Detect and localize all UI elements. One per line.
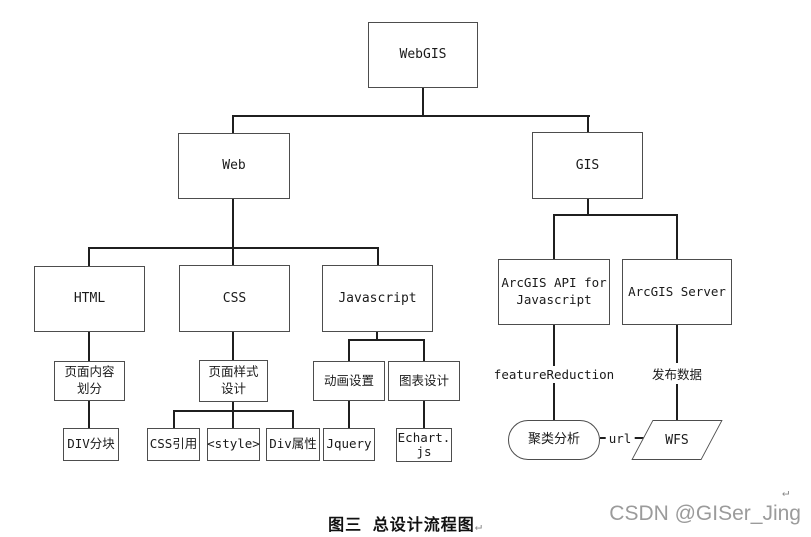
node-animation: 动画设置 bbox=[313, 361, 385, 401]
node-style-tag: <style> bbox=[207, 428, 260, 461]
node-arcgis-server: ArcGIS Server bbox=[622, 259, 732, 325]
edge-javascript-hbar bbox=[348, 339, 425, 341]
edge-to-web bbox=[232, 115, 234, 133]
node-webgis-label: WebGIS bbox=[399, 47, 447, 63]
node-page-content-line2: 划分 bbox=[76, 381, 102, 396]
node-page-content-line1: 页面内容 bbox=[64, 364, 115, 380]
node-echart-line2: js bbox=[416, 444, 432, 459]
paragraph-mark-icon: ↵ bbox=[474, 519, 483, 533]
node-cluster-analysis: 聚类分析 bbox=[508, 420, 600, 460]
node-html-label: HTML bbox=[73, 291, 106, 307]
edge-to-styletag bbox=[232, 410, 234, 428]
node-div-block: DIV分块 bbox=[63, 428, 119, 461]
node-css-label: CSS bbox=[222, 290, 247, 306]
node-chart-design: 图表设计 bbox=[388, 361, 460, 401]
edge-web-down bbox=[232, 199, 234, 265]
edge-to-gis bbox=[587, 115, 589, 132]
node-webgis: WebGIS bbox=[368, 22, 478, 88]
edge-label-url: url bbox=[605, 430, 635, 447]
node-chart-design-label: 图表设计 bbox=[398, 372, 449, 388]
node-javascript-label: Javascript bbox=[338, 290, 417, 306]
edge-gis-down bbox=[587, 199, 589, 215]
node-javascript: Javascript bbox=[322, 265, 433, 332]
node-page-style-line2: 设计 bbox=[220, 381, 246, 396]
node-cluster-analysis-label: 聚类分析 bbox=[527, 432, 580, 448]
edge-label-feature-reduction: featureReduction bbox=[490, 366, 618, 383]
node-arcgis-api: ArcGIS API for Javascript bbox=[498, 259, 610, 325]
node-html: HTML bbox=[34, 266, 145, 332]
edge-gis-hbar bbox=[553, 214, 678, 216]
node-gis: GIS bbox=[532, 132, 643, 199]
edge-chartdesign-down bbox=[423, 401, 425, 428]
edge-javascript-down bbox=[376, 332, 378, 340]
node-gis-label: GIS bbox=[575, 157, 600, 173]
edge-pagecontent-down bbox=[88, 401, 90, 428]
node-page-content: 页面内容 划分 bbox=[54, 361, 125, 401]
edge-html-down bbox=[88, 332, 90, 361]
edge-to-arcgisserver bbox=[676, 214, 678, 259]
node-web-label: Web bbox=[222, 158, 246, 174]
node-jquery-label: Jquery bbox=[326, 436, 372, 452]
edge-to-javascript bbox=[377, 247, 379, 265]
edge-web-hbar bbox=[88, 247, 379, 249]
node-css: CSS bbox=[179, 265, 290, 332]
edge-css-down bbox=[232, 332, 234, 360]
edge-to-cssref bbox=[173, 410, 175, 428]
paragraph-mark-icon: ↵ bbox=[782, 485, 790, 499]
node-wfs-label: WFS bbox=[665, 432, 689, 448]
node-arcgis-api-line1: ArcGIS API for bbox=[501, 275, 607, 291]
edge-to-chartdesign bbox=[423, 339, 425, 361]
node-echart: Echart. js bbox=[396, 428, 452, 462]
edge-to-html bbox=[88, 247, 90, 266]
node-div-block-label: DIV分块 bbox=[67, 436, 115, 452]
node-css-ref: CSS引用 bbox=[147, 428, 200, 461]
node-div-attr: Div属性 bbox=[266, 428, 320, 461]
edge-to-divattr bbox=[292, 410, 294, 428]
node-css-ref-label: CSS引用 bbox=[149, 436, 198, 452]
node-animation-label: 动画设置 bbox=[323, 372, 374, 388]
figure-caption: 图三 总设计流程图↵ bbox=[0, 511, 811, 535]
csdn-watermark: CSDN @GISer_Jing bbox=[609, 502, 801, 525]
edge-level1-hbar bbox=[232, 115, 590, 117]
edge-label-publish-data: 发布数据 bbox=[648, 363, 706, 384]
node-arcgis-server-label: ArcGIS Server bbox=[628, 283, 726, 299]
node-wfs: WFS bbox=[642, 420, 712, 460]
node-div-attr-label: Div属性 bbox=[269, 436, 317, 452]
edge-animation-down bbox=[348, 401, 350, 428]
figure-caption-text: 图三 总设计流程图 bbox=[328, 515, 475, 534]
node-echart-line1: Echart. bbox=[397, 429, 451, 445]
node-web: Web bbox=[178, 133, 290, 199]
edge-to-animation bbox=[348, 339, 350, 361]
node-jquery: Jquery bbox=[323, 428, 375, 461]
node-style-tag-label: <style> bbox=[207, 436, 260, 452]
edge-to-arcgisapi bbox=[553, 214, 555, 259]
node-page-style: 页面样式 设计 bbox=[199, 360, 268, 402]
edge-pagestyle-down bbox=[232, 402, 234, 411]
edge-webgis-down bbox=[422, 88, 424, 116]
node-arcgis-api-line2: Javascript bbox=[516, 292, 592, 307]
node-page-style-line1: 页面样式 bbox=[208, 364, 259, 380]
